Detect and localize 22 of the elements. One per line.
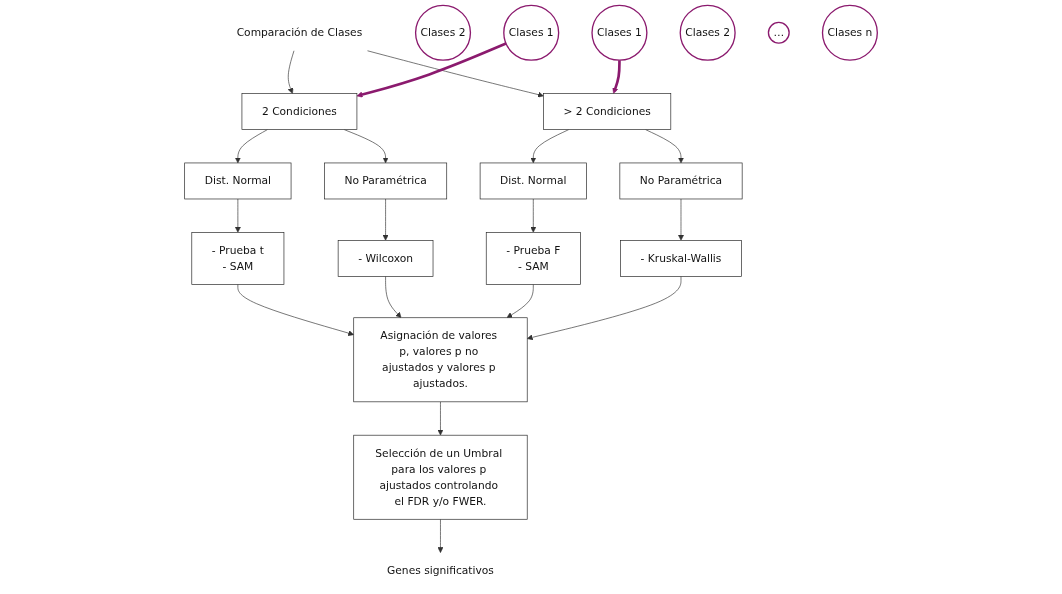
arrow [356, 42, 507, 98]
node-box: - Kruskal-Wallis [620, 240, 742, 277]
node-box: Dist. Normal [479, 162, 587, 200]
node-circle: Clases 1 [503, 4, 560, 61]
arrow [612, 60, 621, 94]
node-box: - Wilcoxon [337, 240, 434, 277]
node-box: 2 Condiciones [241, 93, 358, 130]
node-circle: Clases 2 [414, 4, 472, 61]
node-circle: Clases n [821, 4, 878, 61]
node-circle: Clases 1 [591, 4, 648, 61]
node-circle: … [767, 21, 790, 44]
node-box: - Prueba F - SAM [485, 232, 581, 285]
node-circle: Clases 2 [679, 4, 736, 61]
node-box: > 2 Condiciones [543, 93, 672, 130]
node-text: Comparación de Clases [236, 26, 363, 39]
node-box: No Paramétrica [324, 162, 448, 200]
node-box: Selección de un Umbral para los valores p ajustados controlando el FDR y/o FWER. [353, 434, 528, 520]
node-box: Dist. Normal [184, 162, 292, 200]
node-box: Asignación de valores p, valores p no ajustados y valores p ajustados. [353, 317, 528, 403]
node-text: Genes significativos [387, 563, 494, 577]
node-box: - Prueba t - SAM [191, 232, 285, 285]
node-box: No Paramétrica [619, 162, 743, 200]
